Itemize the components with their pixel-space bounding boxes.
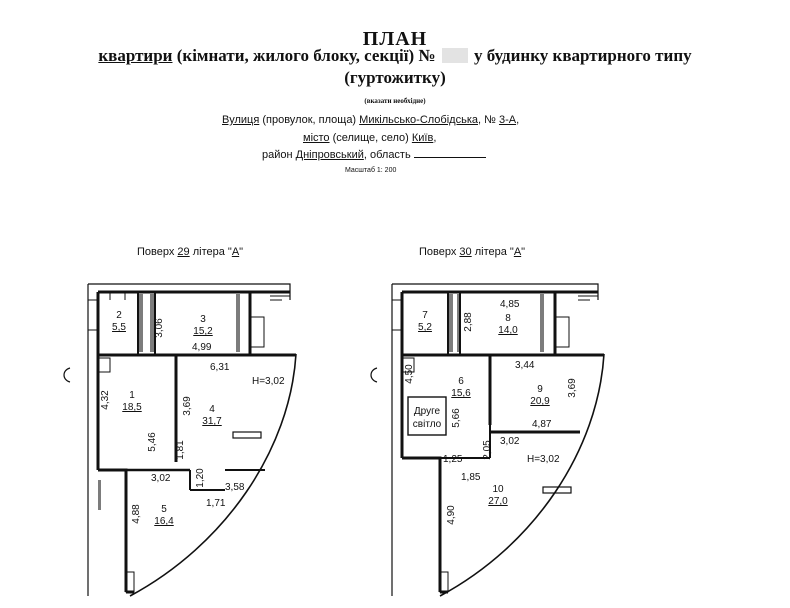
floor-30-prefix: Поверх <box>419 246 460 258</box>
dim-4-87: 4,87 <box>532 419 552 430</box>
district-label: район <box>262 149 296 161</box>
floor-30-end: " <box>521 246 526 258</box>
redacted-apartment-number <box>441 48 468 63</box>
room-6-area: 15,6 <box>451 388 471 399</box>
room-9-area: 20,9 <box>530 396 550 407</box>
dim-4-50: 4,50 <box>404 364 415 384</box>
dim-2-88: 2,88 <box>463 312 474 332</box>
address-street-line: Вулиця (провулок, площа) Микільсько-Слоб… <box>222 114 519 126</box>
room-3-area: 15,2 <box>193 326 213 337</box>
plan-subtitle-line: квартири (кімнати, жилого блоку, секції)… <box>0 46 790 66</box>
plan-note: (вказати необхідне) <box>364 97 426 105</box>
dim-5-66: 5,66 <box>451 408 462 428</box>
district-value: Дніпровський <box>295 149 364 161</box>
room-4-area: 31,7 <box>202 416 222 427</box>
floor-30-door-arc <box>370 367 378 383</box>
room-5-area: 16,4 <box>154 516 174 527</box>
dim-3-06: 3,06 <box>154 318 165 338</box>
street-options: (провулок, площа) <box>259 114 360 126</box>
dim-4-90: 4,90 <box>446 505 457 525</box>
subtitle-underlined-word: квартири <box>98 46 173 65</box>
floor-29-top-boundary <box>88 283 291 300</box>
dim-3-02: 3,02 <box>151 473 171 484</box>
dim-5-46: 5,46 <box>147 432 158 452</box>
dim-3-44: 3,44 <box>515 360 535 371</box>
number-value: 3-А <box>498 114 517 126</box>
subtitle-middle-text: (кімнати, жилого блоку, секції) № <box>172 46 436 65</box>
subtitle-end-text: у будинку квартирного типу <box>474 46 692 65</box>
room-1-number: 1 <box>129 390 135 401</box>
room-10-number: 10 <box>492 484 504 495</box>
floor-29-end: " <box>239 246 244 258</box>
number-suffix: , <box>516 114 520 126</box>
street-label: Вулиця <box>222 114 260 126</box>
floor-30-number: 30 <box>459 246 472 258</box>
dim-1-71: 1,71 <box>206 498 226 509</box>
floor-29-title: Поверх 29 літера "А" <box>137 246 243 258</box>
room-7-area: 5,2 <box>418 322 432 333</box>
floor-29-curved-wall <box>129 353 297 597</box>
floor-29-mid: літера " <box>189 246 232 258</box>
street-value: Микільсько-Слобідська <box>359 114 478 126</box>
room-3-number: 3 <box>200 314 206 325</box>
city-options: (селище, село) <box>329 132 412 144</box>
dim-3-58: 3,58 <box>225 482 245 493</box>
room-8-area: 14,0 <box>498 325 518 336</box>
address-city-line: місто (селище, село) Київ, <box>303 132 436 144</box>
city-suffix: , <box>433 132 437 144</box>
dim-3-69-b: 3,69 <box>567 378 578 398</box>
dim-2-05: 2,05 <box>482 440 493 460</box>
floor-30-top-boundary <box>392 283 599 300</box>
number-label: , № <box>478 114 499 126</box>
scale-label: Масштаб 1: 200 <box>345 167 397 174</box>
dim-1-81: 1,81 <box>175 440 186 460</box>
plan-title: ПЛАН <box>362 28 428 50</box>
room-1-area: 18,5 <box>122 402 142 413</box>
city-value: Київ <box>411 132 434 144</box>
dim-1-20: 1,20 <box>195 468 206 488</box>
room-8-number: 8 <box>505 313 511 324</box>
room-4-number: 4 <box>209 404 215 415</box>
city-label: місто <box>303 132 330 144</box>
room-2-number: 2 <box>116 310 122 321</box>
room-2-area: 5,5 <box>112 322 126 333</box>
floor-29-number: 29 <box>177 246 190 258</box>
floor-30-mid: літера " <box>471 246 514 258</box>
floor-30-title: Поверх 30 літера "А" <box>419 246 525 258</box>
floor-30-height: Н=3,02 <box>527 454 560 465</box>
second-light-label-2: світло <box>413 419 442 430</box>
floor-30-curved-wall <box>439 353 605 597</box>
region-label: , область <box>363 149 411 161</box>
dim-4-32: 4,32 <box>100 390 111 410</box>
room-10-area: 27,0 <box>488 496 508 507</box>
room-6-number: 6 <box>458 376 464 387</box>
floor-29-prefix: Поверх <box>137 246 178 258</box>
floor-30-letter: А <box>513 246 522 258</box>
address-district-line: район Дніпровський, область <box>262 148 486 161</box>
floor-29-letter: А <box>231 246 240 258</box>
dim-4-99: 4,99 <box>192 342 212 353</box>
room-7-number: 7 <box>422 310 428 321</box>
second-light-label-1: Друге <box>414 406 441 417</box>
region-blank-line <box>413 148 486 158</box>
dim-3-02-b: 3,02 <box>500 436 520 447</box>
floor-29-height: Н=3,02 <box>252 376 285 387</box>
dim-4-88: 4,88 <box>131 504 142 524</box>
room-9-number: 9 <box>537 384 543 395</box>
floor-29-door-arc <box>63 367 71 383</box>
dim-1-85: 1,85 <box>461 472 481 483</box>
plan-subtitle-type: (гуртожитку) <box>344 68 446 87</box>
dim-1-25: 1,25 <box>443 454 463 465</box>
dim-6-31: 6,31 <box>210 362 230 373</box>
dim-4-85: 4,85 <box>500 299 520 310</box>
room-5-number: 5 <box>161 504 167 515</box>
dim-3-69: 3,69 <box>182 396 193 416</box>
